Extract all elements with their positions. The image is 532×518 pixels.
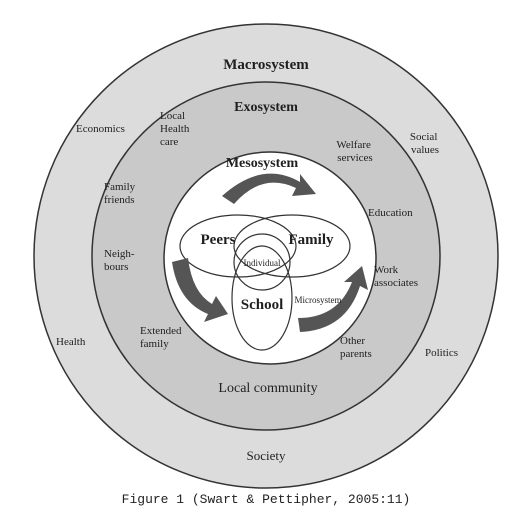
education-label: Education bbox=[368, 207, 413, 219]
peers-label: Peers bbox=[201, 232, 236, 248]
work-associates-line-2: associates bbox=[374, 277, 418, 289]
family-friends-label: Family friends bbox=[104, 181, 138, 206]
local-health-care-line-1: Local bbox=[160, 110, 185, 122]
welfare-services-label: Welfare services bbox=[336, 139, 373, 164]
local-health-care-label: Local Health care bbox=[160, 110, 192, 148]
politics-label: Politics bbox=[425, 347, 458, 359]
neighbours-line-1: Neigh- bbox=[104, 248, 135, 260]
neighbours-line-2: bours bbox=[104, 261, 128, 273]
neighbours-label: Neigh- bours bbox=[104, 248, 137, 273]
school-label: School bbox=[241, 297, 284, 313]
other-parents-label: Other parents bbox=[340, 335, 372, 360]
extended-family-label: Extended family bbox=[140, 325, 184, 350]
figure-caption: Figure 1 (Swart & Pettipher, 2005:11) bbox=[121, 492, 411, 507]
school-ellipse bbox=[231, 245, 293, 351]
work-associates-label: Work associates bbox=[374, 264, 418, 289]
extended-family-line-2: family bbox=[140, 338, 169, 350]
extended-family-line-1: Extended bbox=[140, 325, 182, 337]
mesosystem-title: Mesosystem bbox=[226, 156, 299, 171]
top-curved-arrow bbox=[222, 173, 316, 204]
family-friends-line-1: Family bbox=[104, 181, 136, 193]
welfare-services-line-2: services bbox=[337, 152, 372, 164]
individual-circle bbox=[233, 233, 291, 291]
macrosystem-title: Macrosystem bbox=[223, 57, 309, 73]
left-curved-arrow bbox=[172, 258, 228, 322]
family-label: Family bbox=[289, 232, 334, 248]
family-friends-line-2: friends bbox=[104, 194, 135, 206]
microsystem-label: Microsystem bbox=[295, 295, 342, 305]
social-values-label: Social values bbox=[410, 131, 440, 156]
right-curved-arrow bbox=[298, 266, 368, 332]
local-health-care-line-3: care bbox=[160, 136, 178, 148]
society-label: Society bbox=[247, 448, 286, 463]
other-parents-line-1: Other bbox=[340, 335, 365, 347]
local-health-care-line-2: Health bbox=[160, 123, 190, 135]
individual-label: Individual bbox=[244, 258, 281, 268]
work-associates-line-1: Work bbox=[374, 264, 399, 276]
economics-label: Economics bbox=[76, 123, 125, 135]
health-label: Health bbox=[56, 336, 86, 348]
other-parents-line-2: parents bbox=[340, 348, 372, 360]
social-values-line-1: Social bbox=[410, 131, 438, 143]
exosystem-title: Exosystem bbox=[234, 100, 298, 115]
local-community-label: Local community bbox=[218, 381, 317, 396]
welfare-services-line-1: Welfare bbox=[336, 139, 371, 151]
family-ellipse bbox=[233, 214, 351, 278]
social-values-line-2: values bbox=[411, 144, 439, 156]
